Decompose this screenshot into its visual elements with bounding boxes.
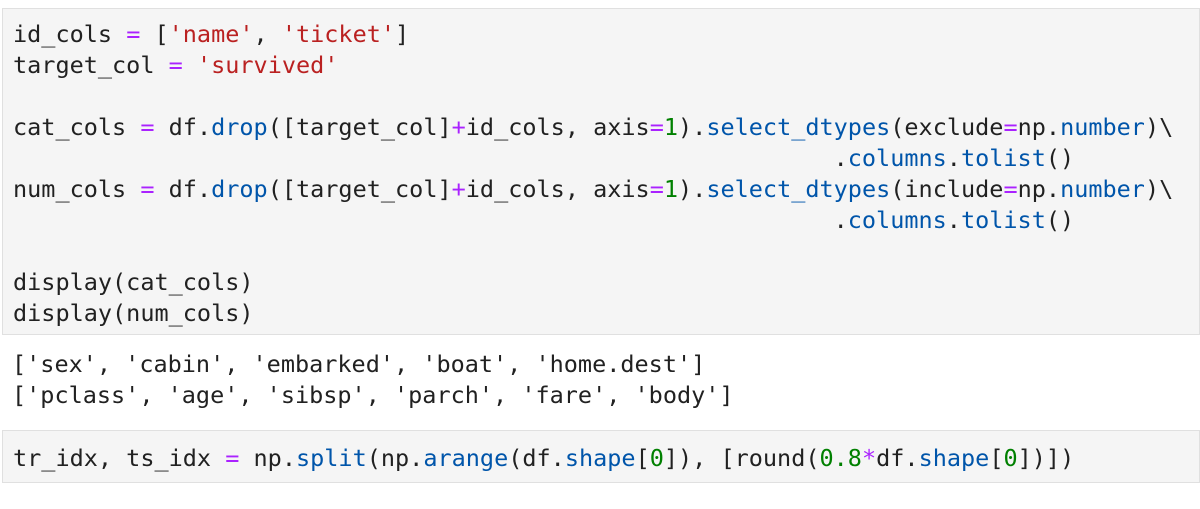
code-line: tr_idx, ts_idx = np.split(np.arange(df.s… [13,443,1074,474]
code-token: )\ [1144,113,1174,141]
code-token: + [451,113,466,141]
code-token: df. [876,444,919,472]
code-token: display(num_cols) [13,299,254,327]
code-token: )\ [1144,175,1174,203]
code-token: = [140,113,155,141]
code-token: [ [140,20,169,48]
code-token: . [13,206,848,234]
code-line: display(num_cols) [13,298,254,329]
code-token: select_dtypes [706,175,891,203]
code-token: , [253,20,282,48]
code-line: id_cols = ['name', 'ticket'] [13,19,409,50]
code-token: = [1003,175,1018,203]
code-cell-2-input[interactable]: tr_idx, ts_idx = np.split(np.arange(df.s… [2,430,1200,483]
code-token: 'survived' [196,51,339,79]
code-token: arange [423,444,509,472]
code-token: id_cols, axis [465,113,650,141]
code-token: split [295,444,367,472]
code-token: = [225,444,240,472]
code-token: id_cols, axis [465,175,650,203]
code-token: display(cat_cols) [13,268,254,296]
code-token: [ [635,444,650,472]
code-token: id_cols [13,20,127,48]
code-token: 1 [663,175,679,203]
code-token: . [946,206,961,234]
code-token: columns [847,206,947,234]
code-token: ([target_col] [267,113,452,141]
code-token: num_cols [13,175,141,203]
code-token: () [1045,144,1075,172]
code-token: 'ticket' [281,20,396,48]
code-line: num_cols = df.drop([target_col]+id_cols,… [13,174,1173,205]
code-token: ([target_col] [267,175,452,203]
code-token: () [1045,206,1075,234]
code-line: ['pclass', 'age', 'sibsp', 'parch', 'far… [12,380,734,411]
code-token: tolist [960,144,1046,172]
code-token: ]), [round( [663,444,820,472]
code-token: shape [918,444,990,472]
code-token: 'name' [168,20,254,48]
code-token: ['pclass', 'age', 'sibsp', 'parch', 'far… [12,381,734,409]
code-token: = [126,20,141,48]
code-token: np. [1017,113,1061,141]
code-token: . [13,144,848,172]
code-token: + [451,175,466,203]
code-token: ). [678,113,707,141]
code-token: ). [678,175,707,203]
code-token: 0 [1003,444,1018,472]
code-token: ])]) [1017,444,1075,472]
code-token: 0.8 [819,444,862,472]
code-token: number [1060,113,1145,141]
code-token: . [946,144,961,172]
code-cell-1-output: ['sex', 'cabin', 'embarked', 'boat', 'ho… [2,340,1200,420]
code-token: df. [154,175,212,203]
code-token: 1 [663,113,679,141]
code-token: drop [211,175,268,203]
code-token: target_col [13,51,169,79]
code-token: select_dtypes [706,113,891,141]
code-token: = [1003,113,1018,141]
code-token: np. [1017,175,1061,203]
code-line: cat_cols = df.drop([target_col]+id_cols,… [13,112,1173,143]
code-line: .columns.tolist() [13,143,1075,174]
code-token: tr_idx, ts_idx [13,444,226,472]
code-token: * [861,444,877,472]
code-token: shape [564,444,636,472]
code-token: np. [239,444,296,472]
code-token: ['sex', 'cabin', 'embarked', 'boat', 'ho… [12,350,706,378]
code-token: number [1060,175,1145,203]
code-token: [ [989,444,1004,472]
code-token: (df. [508,444,565,472]
code-token: ] [395,20,410,48]
code-line: ['sex', 'cabin', 'embarked', 'boat', 'ho… [12,349,705,380]
code-token: (include [890,175,1004,203]
code-token: drop [211,113,268,141]
code-token: cat_cols [13,113,141,141]
code-token: df. [154,113,212,141]
code-token: = [140,175,155,203]
code-line: display(cat_cols) [13,267,254,298]
code-line: target_col = 'survived' [13,50,338,81]
code-line: .columns.tolist() [13,205,1075,236]
code-token: = [649,175,664,203]
code-token: columns [847,144,947,172]
code-token: (exclude [890,113,1004,141]
code-token: 0 [649,444,664,472]
code-token: tolist [960,206,1046,234]
code-token: (np. [366,444,424,472]
code-cell-1-input[interactable]: id_cols = ['name', 'ticket']target_col =… [2,8,1200,335]
code-token [183,51,197,79]
code-token: = [649,113,664,141]
code-token: = [168,51,183,79]
